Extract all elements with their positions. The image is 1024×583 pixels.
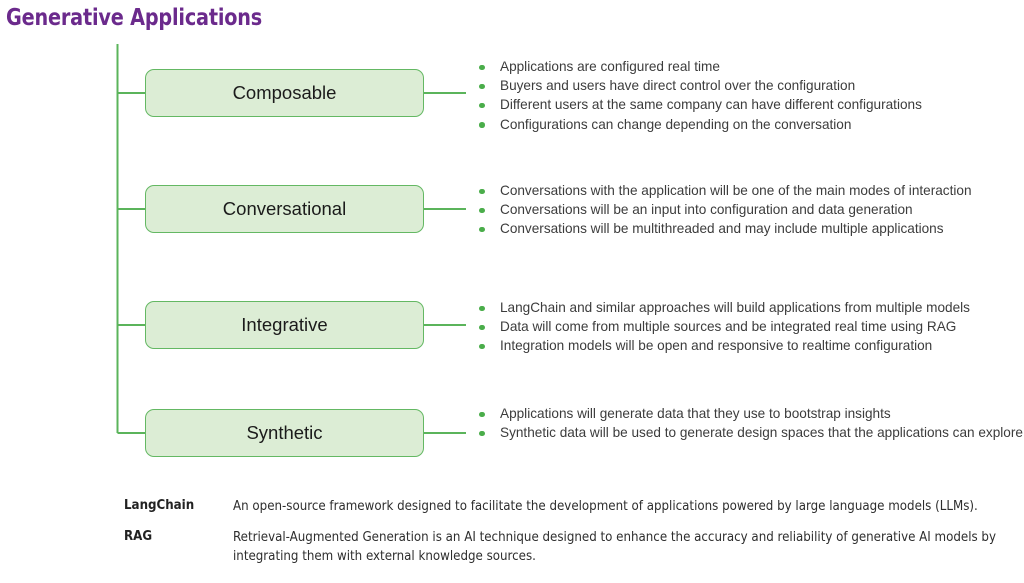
bullet-dot-icon xyxy=(479,411,485,417)
bullets-integrative: LangChain and similar approaches will bu… xyxy=(476,299,1024,357)
list-item: Conversations will be multithreaded and … xyxy=(476,220,1024,238)
node-label: Synthetic xyxy=(246,421,323,443)
bullet-dot-icon xyxy=(479,207,485,214)
node-label: Composable xyxy=(232,81,337,103)
list-item: Applications will generate data that the… xyxy=(476,405,1024,423)
list-item: Buyers and users have direct control ove… xyxy=(476,77,1024,95)
list-item: Configurations can change depending on t… xyxy=(476,116,1024,134)
node-label: Conversational xyxy=(222,197,347,219)
bullet-dot-icon xyxy=(479,188,485,194)
bullet-dot-icon xyxy=(479,430,485,437)
list-item: Applications are configured real time xyxy=(476,58,1024,76)
list-item: Integration models will be open and resp… xyxy=(476,337,1024,355)
node-synthetic[interactable]: Synthetic xyxy=(145,409,424,457)
bullet-text: Different users at the same company can … xyxy=(500,97,922,113)
bullet-text: Data will come from multiple sources and… xyxy=(500,319,957,335)
bullet-text: Conversations will be multithreaded and … xyxy=(500,221,944,237)
bullet-text: Synthetic data will be used to generate … xyxy=(500,425,1023,441)
bullet-text: Applications are configured real time xyxy=(500,59,720,74)
glossary-row-langchain: LangChain An open-source framework desig… xyxy=(124,497,1024,516)
bullet-text: Conversations will be an input into conf… xyxy=(500,202,913,218)
glossary-definition: An open-source framework designed to fac… xyxy=(233,499,978,514)
bullet-text: Configurations can change depending on t… xyxy=(500,116,852,132)
bullet-dot-icon xyxy=(479,122,485,128)
list-item: Conversations will be an input into conf… xyxy=(476,201,1024,219)
bullet-text: Applications will generate data that the… xyxy=(500,406,891,421)
bullet-dot-icon xyxy=(479,305,485,311)
node-label: Integrative xyxy=(241,313,328,335)
node-conversational[interactable]: Conversational xyxy=(145,185,424,233)
glossary-term: LangChain xyxy=(124,498,195,513)
bullets-conversational: Conversations with the application will … xyxy=(476,182,1024,240)
glossary: LangChain An open-source framework desig… xyxy=(124,497,1024,578)
list-item: Data will come from multiple sources and… xyxy=(476,318,1024,336)
glossary-definition: Retrieval-Augmented Generation is an AI … xyxy=(233,530,996,564)
bullets-composable: Applications are configured real time Bu… xyxy=(476,58,1024,135)
bullet-dot-icon xyxy=(479,102,485,109)
bullet-text: Conversations with the application will … xyxy=(500,183,972,198)
bullet-dot-icon xyxy=(479,226,485,233)
bullet-dot-icon xyxy=(479,83,485,90)
node-composable[interactable]: Composable xyxy=(145,69,424,117)
bullet-text: Integration models will be open and resp… xyxy=(500,338,933,354)
glossary-term: RAG xyxy=(124,529,153,544)
bullets-synthetic: Applications will generate data that the… xyxy=(476,405,1024,443)
list-item: Different users at the same company can … xyxy=(476,96,1024,114)
list-item: LangChain and similar approaches will bu… xyxy=(476,299,1024,317)
glossary-row-rag: RAG Retrieval-Augmented Generation is an… xyxy=(124,528,1024,566)
page-title: Generative Applications xyxy=(6,5,263,31)
list-item: Conversations with the application will … xyxy=(476,182,1024,200)
node-integrative[interactable]: Integrative xyxy=(145,301,424,349)
bullet-dot-icon xyxy=(479,324,485,331)
bullet-dot-icon xyxy=(479,343,485,350)
bullet-text: Buyers and users have direct control ove… xyxy=(500,78,856,94)
bullet-dot-icon xyxy=(479,64,485,70)
list-item: Synthetic data will be used to generate … xyxy=(476,424,1024,442)
bullet-text: LangChain and similar approaches will bu… xyxy=(500,300,970,315)
